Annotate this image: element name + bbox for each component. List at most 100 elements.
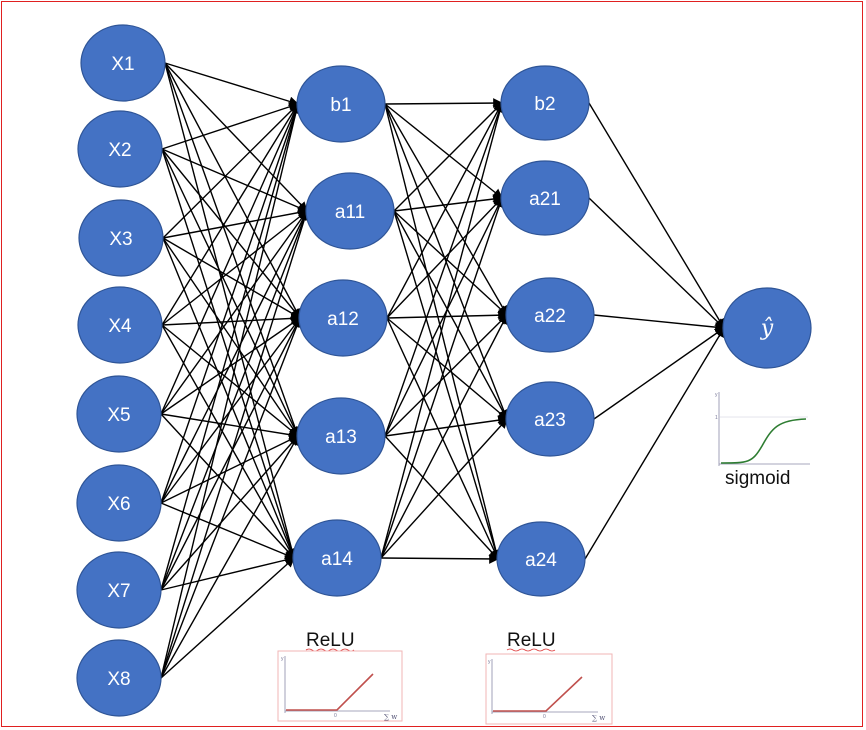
relu-x-label-1: ∑ w: [384, 713, 397, 721]
node-circle: [722, 287, 812, 369]
edge-a12-to-a22: [386, 310, 508, 321]
node-x7: X7: [76, 551, 162, 629]
relu-y-label-1: y: [281, 656, 284, 662]
node-a21: a21: [500, 160, 590, 236]
node-circle: [76, 551, 162, 629]
edge-X4-to-a13: [161, 324, 299, 437]
node-label: X5: [107, 405, 130, 426]
edge-X1-to-a12: [164, 62, 301, 319]
edge-X7-to-a13: [160, 435, 299, 591]
node-a23: a23: [505, 381, 595, 457]
node-label: X7: [107, 581, 130, 602]
edge-a12-to-a21: [386, 197, 503, 319]
node-circle: [296, 65, 386, 143]
node-a13: a13: [296, 397, 386, 475]
node-circle: [76, 464, 162, 542]
node-circle: [298, 279, 388, 357]
node-circle: [76, 639, 162, 717]
edge-a13-to-a22: [384, 314, 508, 437]
edge-X5-to-b1: [160, 103, 299, 415]
edge-a12-to-a23: [386, 317, 508, 420]
edge-a22-to-ŷ: [593, 314, 725, 332]
edge-a11-to-a23: [393, 210, 508, 420]
edge-a11-to-a22: [393, 210, 508, 316]
edge-X7-to-a11: [160, 210, 309, 591]
edge-X5-to-a11: [160, 210, 308, 415]
edge-X4-to-a11: [161, 210, 308, 326]
sigmoid-curve: [720, 418, 807, 464]
edge-a14-to-a21: [380, 197, 504, 559]
node-circle: [76, 375, 162, 453]
edge-X4-to-b1: [161, 103, 299, 326]
edge-b1-to-a21: [384, 103, 503, 199]
edge-X4-to-a14: [161, 324, 295, 559]
edge-b2-to-ŷ: [588, 102, 725, 329]
sigmoid-caption: sigmoid: [725, 468, 790, 489]
edge-a13-to-b2: [384, 102, 504, 437]
edge-X7-to-a14: [160, 555, 295, 591]
node-circle: [78, 199, 164, 277]
node-circle: [296, 397, 386, 475]
node-b2: b2: [500, 65, 590, 141]
edge-X3-to-b1: [162, 103, 299, 239]
node-label: a24: [525, 550, 557, 571]
edge-X6-to-a13: [160, 435, 299, 504]
edge-X4-to-a12: [161, 313, 301, 326]
edge-a14-to-a23: [380, 418, 508, 559]
node-x4: X4: [77, 286, 163, 364]
node-label: b2: [534, 94, 555, 115]
node-x3: X3: [78, 199, 164, 277]
node-label: a23: [534, 410, 566, 431]
edge-a12-to-b2: [386, 102, 503, 319]
node-x1: X1: [80, 24, 166, 102]
node-y-hat: ŷ: [722, 287, 812, 369]
relu-plot-hidden-1: ReLU y 0 ∑ w: [277, 630, 403, 722]
edge-X3-to-a11: [162, 207, 308, 239]
node-x8: X8: [76, 639, 162, 717]
node-circle: [500, 65, 590, 141]
relu-curve-1: [286, 673, 374, 711]
edge-X5-to-a13: [160, 413, 299, 440]
node-label: b1: [330, 95, 351, 116]
node-a11: a11: [305, 172, 395, 250]
node-label: X2: [108, 140, 131, 161]
edge-a13-to-a24: [384, 435, 499, 560]
node-circle: [496, 521, 586, 597]
node-a14: a14: [292, 519, 382, 597]
node-label: X1: [111, 54, 134, 75]
node-label: a12: [327, 309, 359, 330]
relu-x-label-2: ∑ w: [592, 714, 605, 722]
edge-a11-to-b2: [393, 102, 503, 212]
edge-X6-to-a11: [160, 210, 308, 504]
edge-X2-to-b1: [161, 102, 299, 150]
edge-a21-to-ŷ: [588, 197, 725, 329]
edge-X2-to-a13: [161, 148, 299, 437]
edge-b1-to-a22: [384, 103, 508, 316]
node-circle: [292, 519, 382, 597]
node-label: a11: [335, 202, 365, 223]
edge-a14-to-a24: [380, 554, 499, 564]
edge-X3-to-a13: [162, 237, 299, 437]
relu-tick-2: 0: [543, 714, 546, 720]
node-label: a21: [529, 189, 561, 210]
relu-curve-2: [493, 676, 583, 712]
edge-X7-to-b1: [160, 103, 301, 591]
node-circle: [305, 172, 395, 250]
edge-a13-to-a21: [384, 197, 503, 437]
node-label: X8: [107, 669, 130, 690]
node-x5: X5: [76, 375, 162, 453]
edge-X1-to-a14: [164, 62, 297, 559]
edge-X1-to-a11: [164, 62, 308, 212]
edge-X5-to-a12: [160, 317, 301, 415]
node-label: X3: [109, 229, 132, 250]
relu-plot-hidden-2: ReLU y 0 ∑ w: [485, 630, 613, 725]
edge-b1-to-b2: [384, 98, 503, 108]
edge-a14-to-a22: [380, 314, 508, 559]
relu-caption-2: ReLU: [507, 630, 556, 651]
node-label: a13: [325, 427, 357, 448]
sigmoid-tick-1: 1: [715, 415, 718, 421]
sigmoid-y-label: y: [715, 392, 718, 398]
network-nodes: X1X2X3X4X5X6X7X8b1a11a12a13a14b2a21a22a2…: [76, 24, 812, 717]
